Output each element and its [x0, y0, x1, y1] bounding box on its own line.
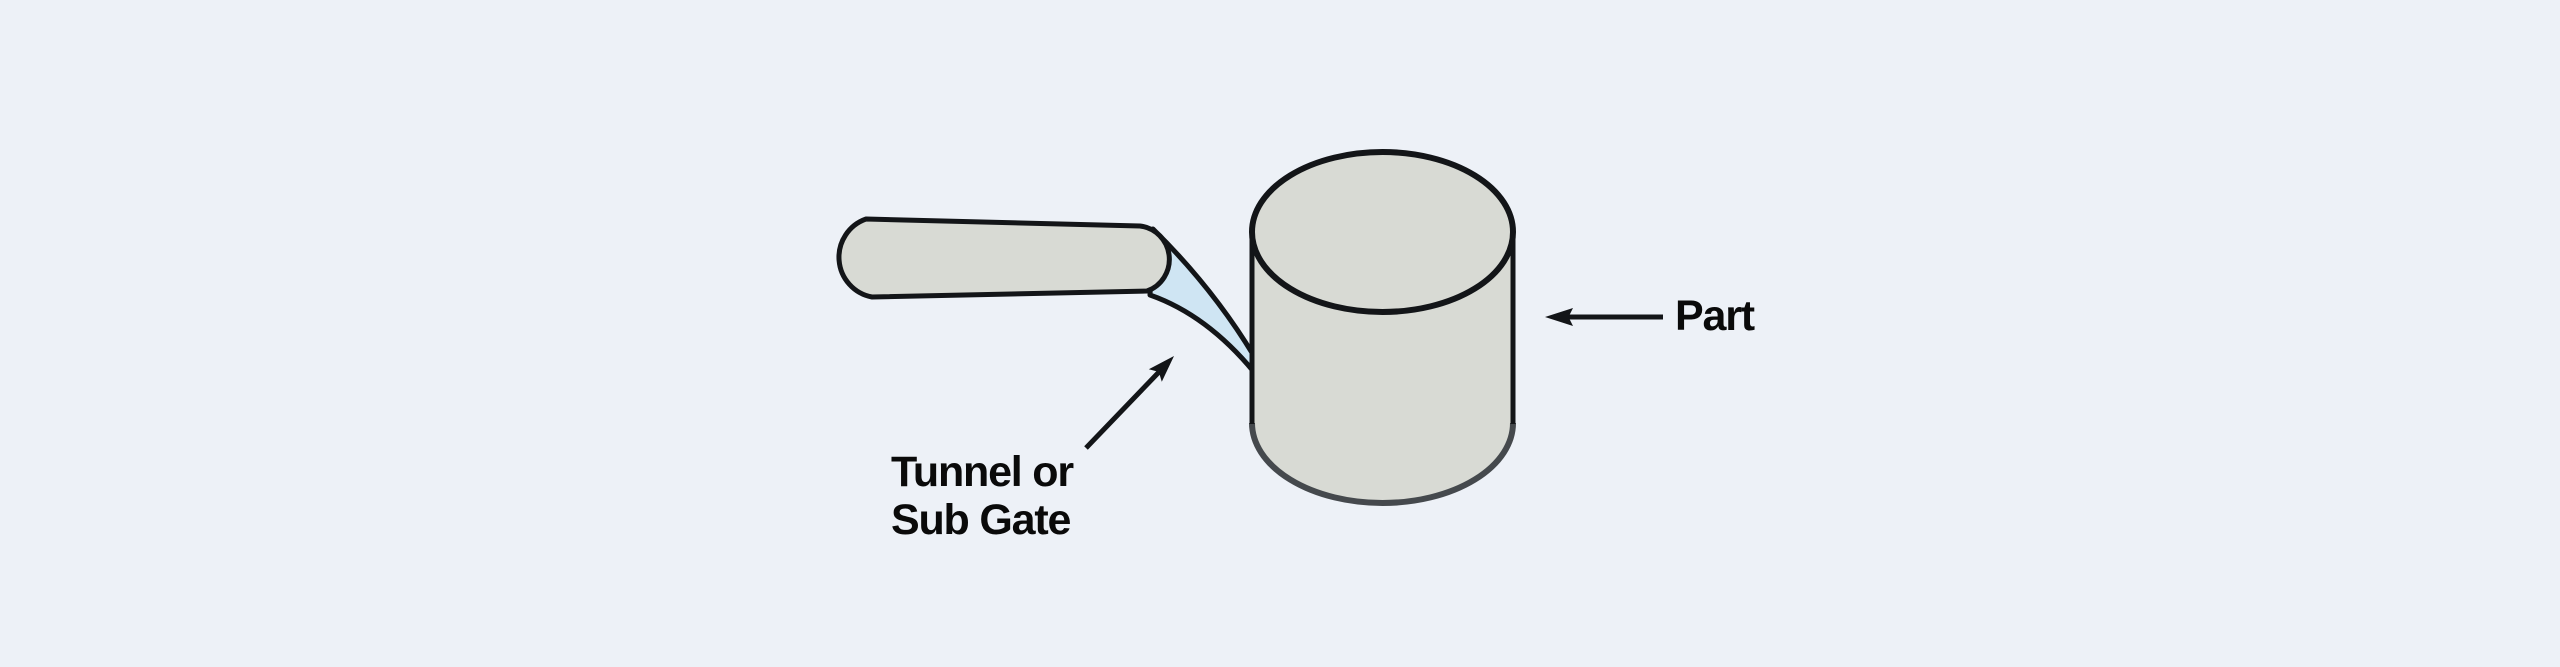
tunnel-gate-label-line1: Tunnel or — [891, 448, 1074, 496]
tunnel-gate-arrowhead-icon — [1148, 356, 1174, 382]
part-cylinder-top-ellipse — [1249, 149, 1516, 315]
part-arrowhead-icon — [1545, 308, 1573, 326]
part-cylinder — [1249, 149, 1516, 506]
part-label: Part — [1675, 292, 1755, 340]
tunnel-gate-arrow — [1084, 356, 1174, 450]
part-cylinder-bottom-edge — [1249, 422, 1516, 506]
part-arrow — [1545, 308, 1663, 326]
tunnel-gate-arrow-shaft — [1084, 370, 1161, 450]
tunnel-gate-label-line2: Sub Gate — [891, 496, 1070, 544]
runner-bar — [836, 216, 1172, 300]
